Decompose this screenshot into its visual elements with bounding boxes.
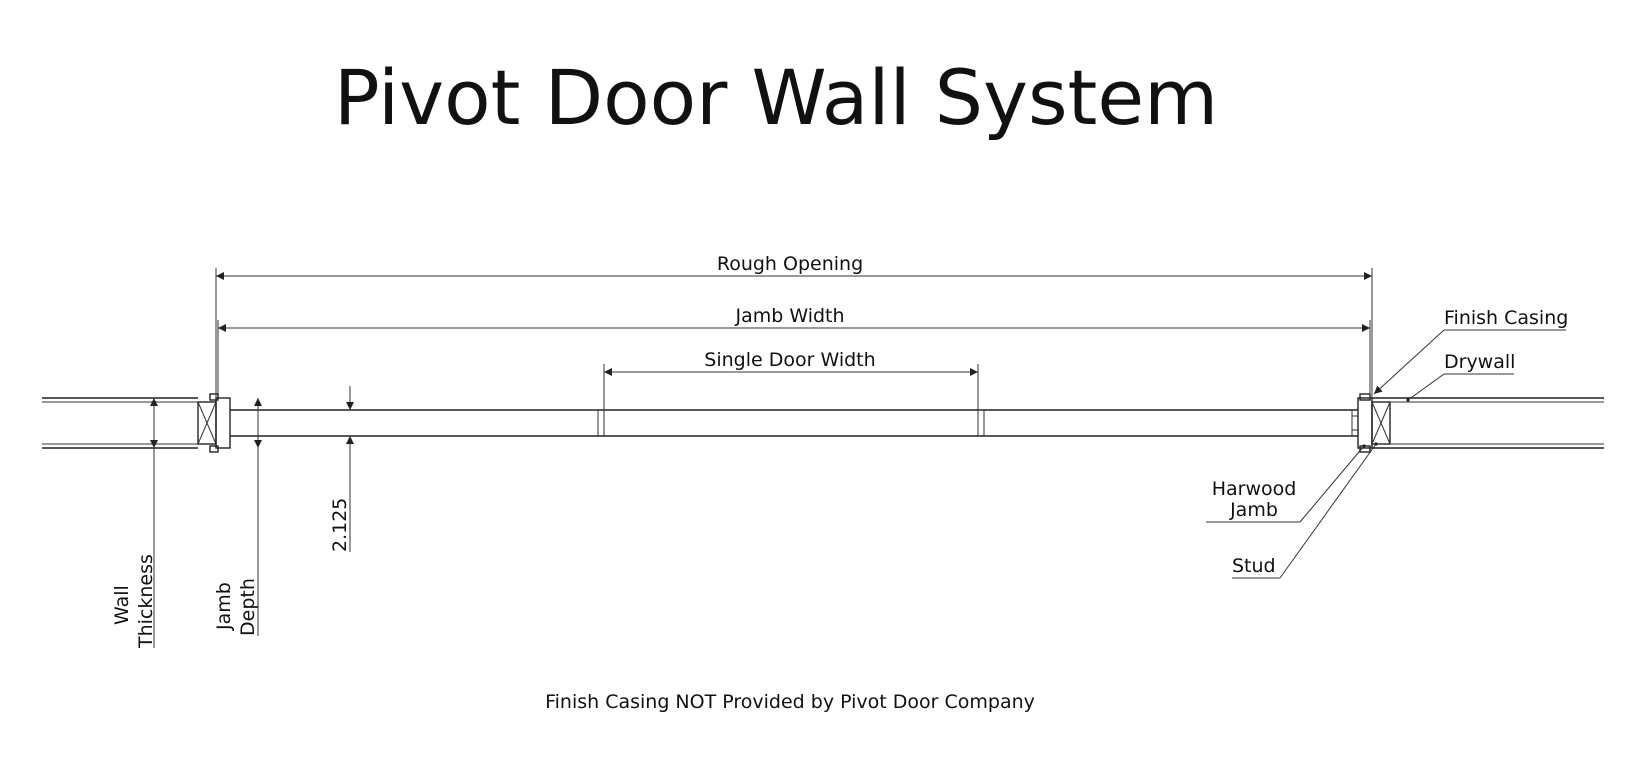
right-stud (1371, 401, 1391, 445)
rough-opening-dimension: Rough Opening (215, 253, 1373, 398)
hardwood-jamb-label-line1: Harwood (1212, 478, 1297, 500)
left-stud (197, 401, 217, 445)
door-thickness-label: 2.125 (329, 498, 351, 552)
left-wall (42, 397, 198, 449)
jamb-depth-label-line1: Jamb (213, 582, 235, 631)
footnote: Finish Casing NOT Provided by Pivot Door… (545, 691, 1035, 713)
door-leaf (230, 409, 1358, 437)
finish-casing-label: Finish Casing (1444, 307, 1568, 329)
wall-thickness-dimension: Wall Thickness (111, 398, 158, 649)
jamb-depth-label-line2: Depth (237, 578, 259, 636)
finish-casing-callout: Finish Casing (1373, 307, 1568, 395)
jamb-width-dimension: Jamb Width (217, 305, 1371, 394)
rough-opening-label: Rough Opening (717, 253, 863, 275)
wall-thickness-label-line2: Thickness (135, 554, 157, 649)
jamb-depth-dimension: Jamb Depth (213, 398, 262, 636)
single-door-width-dimension: Single Door Width (603, 349, 979, 410)
door-thickness-dimension: 2.125 (329, 386, 354, 552)
drywall-label: Drywall (1444, 351, 1515, 373)
right-wall (1372, 397, 1604, 449)
diagram-title: Pivot Door Wall System (334, 53, 1218, 142)
hardwood-jamb-label-line2: Jamb (1229, 499, 1278, 521)
jamb-width-label: Jamb Width (734, 305, 844, 327)
stud-label: Stud (1232, 555, 1276, 577)
single-door-width-label: Single Door Width (704, 349, 875, 371)
left-jamb (209, 393, 258, 453)
hardwood-jamb-callout: Harwood Jamb (1206, 444, 1366, 523)
wall-thickness-label-line1: Wall (111, 585, 133, 625)
stud-callout: Stud (1232, 442, 1378, 579)
drywall-callout: Drywall (1406, 351, 1515, 402)
right-jamb (1357, 393, 1373, 453)
